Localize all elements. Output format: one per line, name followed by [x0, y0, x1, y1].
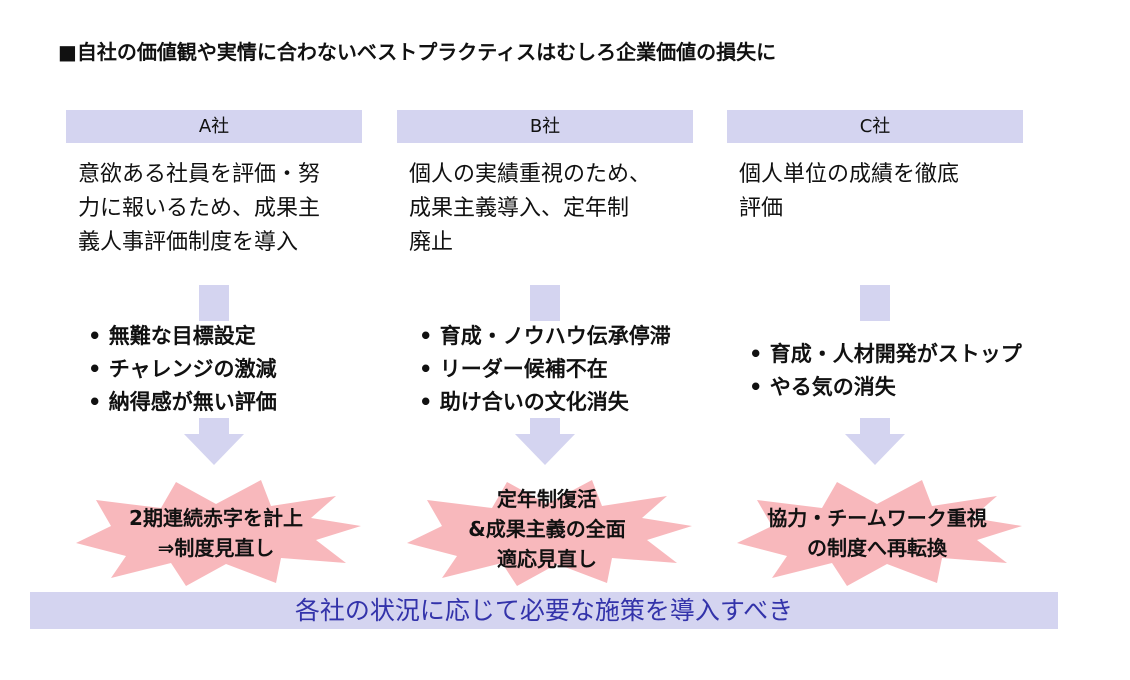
starburst-shape	[407, 480, 692, 586]
company-header: C社	[727, 110, 1023, 143]
description-line: 意欲ある社員を評価・努	[78, 162, 321, 187]
starburst-shape	[76, 480, 361, 586]
down-arrow-icon	[515, 418, 575, 465]
company-header: A社	[66, 110, 362, 143]
company-description: 個人単位の成績を徹底評価	[727, 158, 1023, 226]
issue-item: リーダー候補不在	[419, 353, 739, 386]
connector-block	[530, 285, 560, 321]
result-line: 適応見直し	[497, 547, 597, 571]
result-line: 2期連続赤字を計上	[129, 506, 303, 530]
result-line: &成果主義の全面	[468, 517, 626, 541]
result-line: 協力・チームワーク重視	[767, 506, 987, 530]
starburst-shape	[737, 480, 1022, 586]
issue-item: 育成・人材開発がストップ	[749, 338, 1069, 371]
connector-block	[199, 285, 229, 321]
conclusion-banner: 各社の状況に応じて必要な施策を導入すべき	[30, 592, 1058, 629]
issue-list: 無難な目標設定チャレンジの激減納得感が無い評価	[88, 320, 408, 419]
description-line: 廃止	[409, 230, 454, 255]
slide-title: ■自社の価値観や実情に合わないベストプラクティスはむしろ企業価値の損失に	[58, 40, 777, 64]
issue-item: 無難な目標設定	[88, 320, 408, 353]
issue-item: 納得感が無い評価	[88, 386, 408, 419]
issue-list: 育成・ノウハウ伝承停滞リーダー候補不在助け合いの文化消失	[419, 320, 739, 419]
description-line: 個人の実績重視のため、	[409, 162, 652, 187]
company-header: B社	[397, 110, 693, 143]
description-line: 個人単位の成績を徹底	[739, 162, 960, 187]
result-text: 定年制復活&成果主義の全面適応見直し	[397, 484, 697, 574]
down-arrow-icon	[184, 418, 244, 465]
issue-item: チャレンジの激減	[88, 353, 408, 386]
issue-item: やる気の消失	[749, 371, 1069, 404]
company-description: 個人の実績重視のため、成果主義導入、定年制廃止	[397, 158, 693, 260]
result-line: ⇒制度見直し	[157, 536, 275, 560]
result-line: の制度へ再転換	[807, 536, 947, 560]
description-line: 成果主義導入、定年制	[409, 196, 630, 221]
result-text: 協力・チームワーク重視の制度へ再転換	[727, 503, 1027, 563]
issue-item: 育成・ノウハウ伝承停滞	[419, 320, 739, 353]
connector-block	[860, 285, 890, 321]
result-text: 2期連続赤字を計上 ⇒制度見直し	[66, 503, 366, 563]
description-line: 力に報いるため、成果主	[78, 196, 321, 221]
issue-item: 助け合いの文化消失	[419, 386, 739, 419]
down-arrow-icon	[845, 418, 905, 465]
company-description: 意欲ある社員を評価・努力に報いるため、成果主義人事評価制度を導入	[66, 158, 362, 260]
description-line: 義人事評価制度を導入	[78, 230, 299, 255]
result-line: 定年制復活	[497, 487, 597, 511]
issue-list: 育成・人材開発がストップやる気の消失	[749, 338, 1069, 404]
description-line: 評価	[739, 196, 784, 221]
